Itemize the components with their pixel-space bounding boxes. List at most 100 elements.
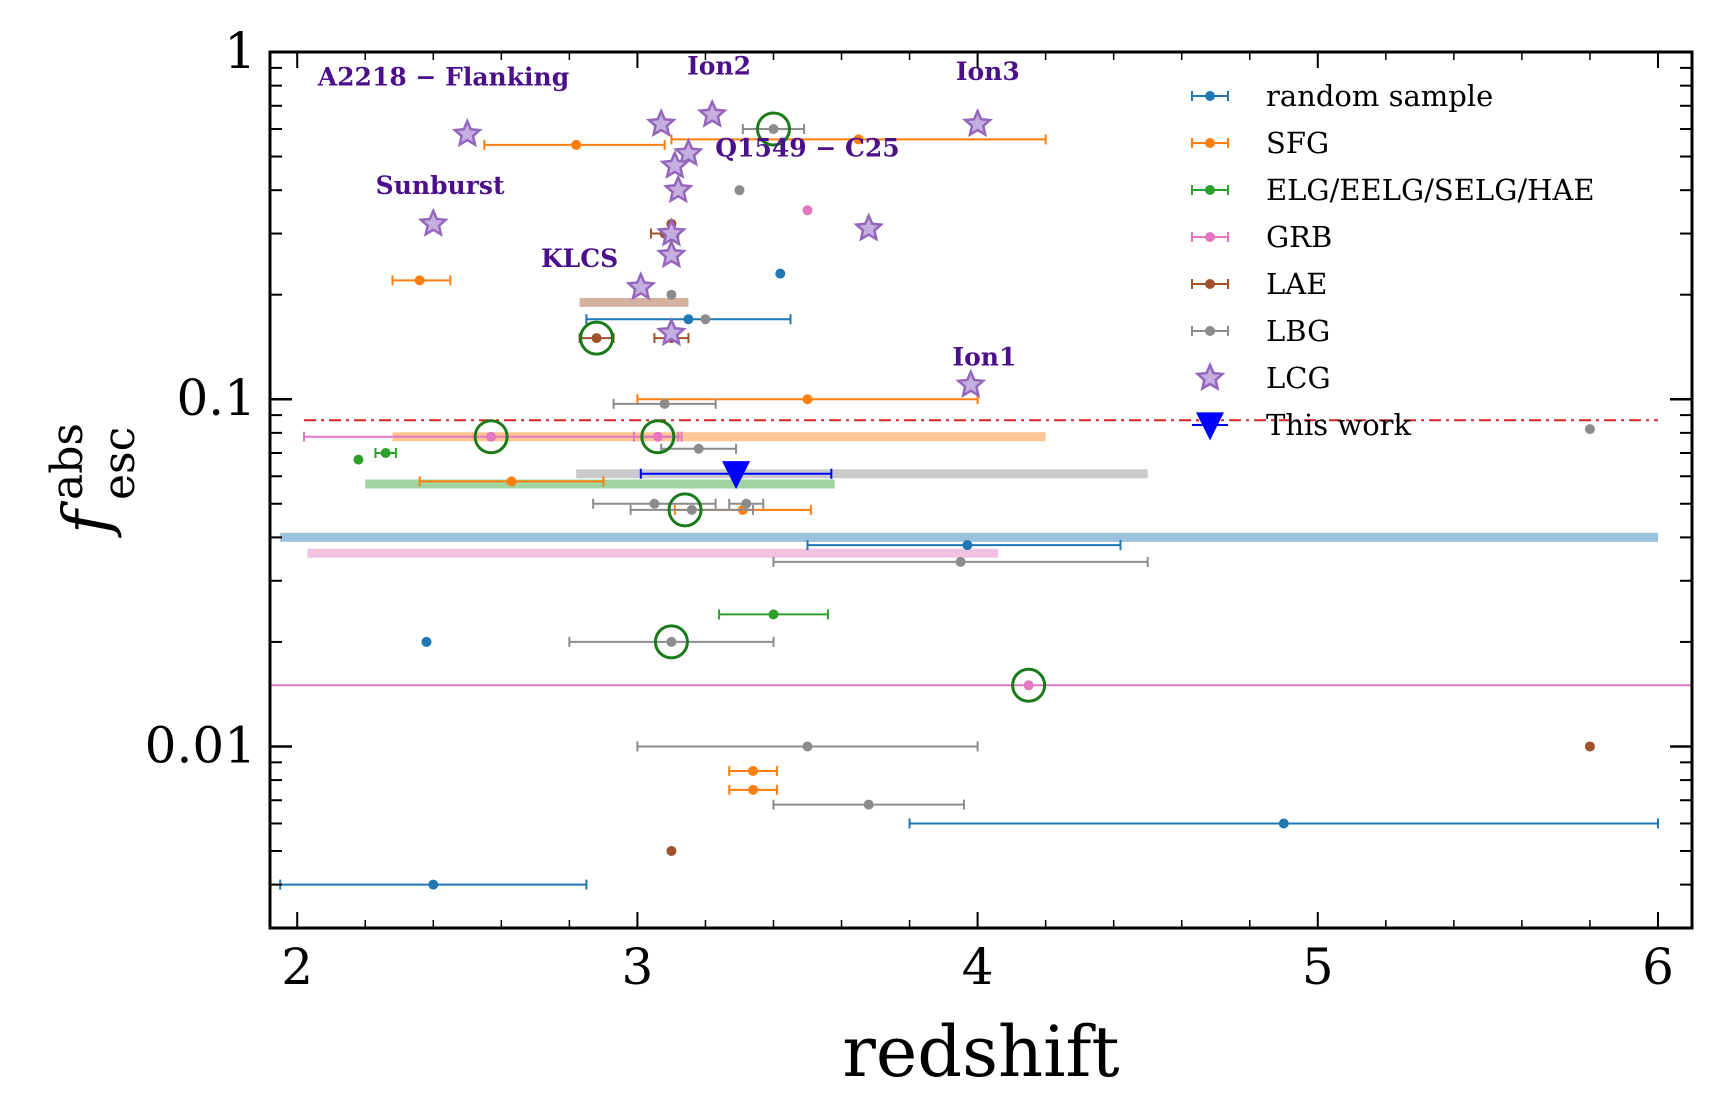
data-point xyxy=(768,609,779,620)
data-point xyxy=(768,124,779,135)
x-tick-label: 3 xyxy=(622,938,654,996)
y-tick-label: 0.01 xyxy=(145,716,256,774)
average-bands xyxy=(280,297,1658,558)
star-marker xyxy=(662,174,694,204)
legend-item-this-work: This work xyxy=(1192,408,1412,442)
y-tick-label: 0.1 xyxy=(176,369,256,427)
data-point xyxy=(962,540,973,551)
legend-label: LCG xyxy=(1266,361,1331,395)
y-tick-label: 1 xyxy=(224,22,256,80)
data-point xyxy=(428,879,439,890)
data-point xyxy=(802,741,813,752)
data-point xyxy=(734,185,745,196)
data-point xyxy=(863,799,874,810)
x-tick-label: 6 xyxy=(1642,938,1674,996)
data-points xyxy=(279,98,1659,890)
series-lcg xyxy=(417,98,994,398)
star-marker xyxy=(656,316,687,347)
highlight-circle xyxy=(1011,667,1047,703)
star-marker xyxy=(673,137,704,167)
star-marker xyxy=(417,207,449,237)
legend-item-lae: LAE xyxy=(1191,267,1327,301)
data-point xyxy=(955,556,966,567)
data-point xyxy=(748,784,759,795)
legend-label: GRB xyxy=(1266,220,1332,254)
highlight-circle xyxy=(653,624,689,660)
x-tick-label: 5 xyxy=(1302,938,1334,996)
legend-triangle-marker xyxy=(1196,412,1224,441)
legend-item-random-sample: random sample xyxy=(1191,79,1493,113)
annotation-label: Ion2 xyxy=(687,52,751,81)
series-elg-eelg-selg-hae xyxy=(353,448,829,620)
axis-ticks: 2 3 4 5 6 0.01 0.1 1 xyxy=(145,22,1692,996)
legend-item-grb: GRB xyxy=(1191,220,1332,254)
svg-text:f: f xyxy=(50,500,124,538)
legend-item-sfg: SFG xyxy=(1191,126,1329,160)
highlight-circle xyxy=(579,320,615,356)
data-point xyxy=(353,454,364,465)
highlight-circle xyxy=(667,492,703,528)
reference-lines xyxy=(270,419,1692,687)
data-point xyxy=(700,314,711,325)
svg-text:esc: esc xyxy=(94,427,145,500)
star-marker xyxy=(645,107,677,138)
data-point xyxy=(686,504,697,515)
legend-label: ELG/EELG/SELG/HAE xyxy=(1266,173,1595,207)
data-point xyxy=(1584,741,1595,752)
annotation-label: Q1549 − C25 xyxy=(715,134,899,163)
series-lbg xyxy=(568,124,1595,810)
plot-frame xyxy=(268,50,1694,930)
legend-marker xyxy=(1205,232,1215,242)
data-point xyxy=(1584,424,1595,435)
highlight-circles xyxy=(473,111,1047,703)
legend-marker xyxy=(1205,138,1215,148)
star-marker xyxy=(451,117,483,148)
data-point xyxy=(649,498,660,509)
data-point xyxy=(414,275,425,286)
svg-text:abs: abs xyxy=(42,423,93,500)
data-point xyxy=(693,443,704,454)
data-point xyxy=(380,448,391,459)
data-point xyxy=(659,398,670,409)
data-point xyxy=(683,314,694,325)
star-marker xyxy=(625,271,657,301)
x-tick-label: 4 xyxy=(962,938,994,996)
legend-item-lbg: LBG xyxy=(1191,314,1330,348)
star-marker xyxy=(696,98,728,128)
x-tick-label: 2 xyxy=(281,938,313,996)
y-axis-title: f abs esc xyxy=(42,423,145,538)
highlight-circle xyxy=(755,111,791,147)
star-marker xyxy=(853,212,885,242)
data-point xyxy=(506,476,517,487)
legend-marker xyxy=(1205,326,1215,336)
legend-label: LAE xyxy=(1266,267,1327,301)
data-point xyxy=(666,289,677,300)
legend-item-lcg: LCG xyxy=(1194,361,1331,395)
data-point xyxy=(802,205,813,216)
series-sfg xyxy=(391,134,1047,795)
legend-marker xyxy=(1205,91,1215,101)
star-marker xyxy=(962,107,994,138)
data-point xyxy=(1023,680,1034,691)
legend-label: SFG xyxy=(1266,126,1329,160)
annotation-label: Sunburst xyxy=(376,171,505,200)
data-point xyxy=(853,134,864,145)
data-point xyxy=(652,431,663,442)
data-point xyxy=(486,431,497,442)
data-point xyxy=(748,765,759,776)
series-grb xyxy=(303,205,1034,691)
annotation-label: A2218 − Flanking xyxy=(317,63,569,92)
legend-label: LBG xyxy=(1266,314,1330,348)
data-point xyxy=(666,845,677,856)
legend-label: random sample xyxy=(1266,79,1493,113)
data-point xyxy=(571,139,582,150)
data-point xyxy=(741,498,752,509)
legend-marker xyxy=(1205,279,1215,289)
this-work-marker xyxy=(722,461,751,490)
star-marker xyxy=(955,368,987,398)
x-axis-title: redshift xyxy=(842,1011,1119,1093)
annotation-label: KLCS xyxy=(541,244,618,273)
